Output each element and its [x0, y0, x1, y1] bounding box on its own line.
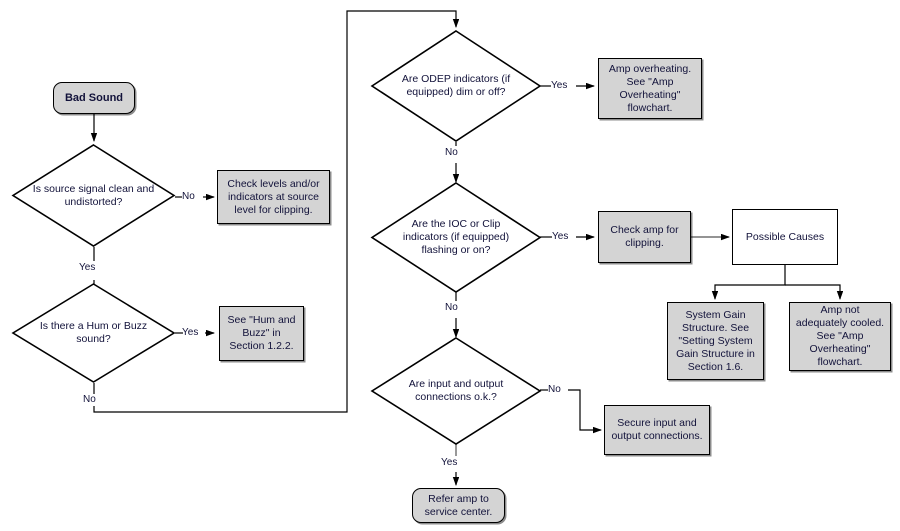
node-process-hum-buzz-ref-label: See "Hum and Buzz" in Section 1.2.2.: [227, 314, 296, 352]
node-process-secure-connections-label: Secure input and output connections.: [611, 417, 703, 442]
node-process-cause-cooling[interactable]: Amp not adequately cooled. See "Amp Over…: [789, 302, 891, 371]
node-decision-ioc-clip-label: Are the IOC or Clip indicators (if equip…: [402, 218, 510, 256]
edge-label-odep-no: No: [445, 147, 458, 158]
node-decision-connections-label: Are input and output connections o.k.?: [408, 378, 504, 403]
node-decision-hum-buzz[interactable]: Is there a Hum or Buzz sound?: [11, 283, 176, 383]
node-process-cause-gain-structure-label: System Gain Structure. See "Setting Syst…: [676, 308, 755, 373]
node-process-hum-buzz-ref[interactable]: See "Hum and Buzz" in Section 1.2.2.: [219, 306, 304, 361]
node-process-possible-causes-label: Possible Causes: [745, 230, 825, 243]
node-end-refer-service[interactable]: Refer amp to service center.: [412, 488, 505, 523]
node-decision-source-signal[interactable]: Is source signal clean and undistorted?: [11, 144, 176, 247]
node-process-secure-connections[interactable]: Secure input and output connections.: [604, 405, 710, 455]
node-end-refer-service-label: Refer amp to service center.: [424, 492, 493, 518]
edge-label-hum-buzz-no: No: [83, 394, 96, 405]
node-decision-hum-buzz-label: Is there a Hum or Buzz sound?: [39, 320, 148, 345]
node-start-label: Bad Sound: [64, 91, 124, 104]
edge-label-connections-yes: Yes: [441, 457, 458, 468]
node-decision-connections[interactable]: Are input and output connections o.k.?: [370, 337, 542, 445]
edge-label-connections-no: No: [548, 384, 561, 395]
node-process-cause-cooling-label: Amp not adequately cooled. See "Amp Over…: [795, 304, 885, 368]
edge-route-into-odep: [449, 10, 460, 28]
edge-label-source-signal-yes: Yes: [79, 262, 96, 273]
node-process-amp-overheating-label: Amp overheating. See "Amp Overheating" f…: [608, 62, 692, 114]
edge-label-ioc-yes: Yes: [552, 231, 569, 242]
node-process-check-levels-label: Check levels and/or indicators at source…: [227, 177, 320, 216]
edge-possible-causes-to-gain: [711, 265, 786, 300]
edge-label-source-signal-no: No: [182, 191, 195, 202]
edge-possible-causes-to-cooling: [785, 284, 844, 300]
edge-label-odep-yes: Yes: [551, 80, 568, 91]
node-process-check-amp[interactable]: Check amp for clipping.: [598, 211, 691, 263]
node-process-amp-overheating[interactable]: Amp overheating. See "Amp Overheating" f…: [598, 58, 702, 119]
edge-label-ioc-no: No: [445, 302, 458, 313]
node-decision-odep-label: Are ODEP indicators (if equipped) dim or…: [401, 73, 511, 98]
edge-conn-no-to-secure: [568, 389, 602, 434]
node-start-bad-sound[interactable]: Bad Sound: [53, 82, 135, 114]
node-decision-odep[interactable]: Are ODEP indicators (if equipped) dim or…: [370, 30, 542, 142]
node-decision-ioc-clip[interactable]: Are the IOC or Clip indicators (if equip…: [370, 182, 542, 293]
edge-label-hum-buzz-yes: Yes: [182, 327, 199, 338]
node-process-check-amp-label: Check amp for clipping.: [610, 224, 679, 249]
node-decision-source-signal-label: Is source signal clean and undistorted?: [32, 182, 155, 208]
node-process-cause-gain-structure[interactable]: System Gain Structure. See "Setting Syst…: [667, 302, 764, 380]
node-process-check-levels[interactable]: Check levels and/or indicators at source…: [217, 170, 330, 224]
node-process-possible-causes[interactable]: Possible Causes: [732, 209, 838, 265]
